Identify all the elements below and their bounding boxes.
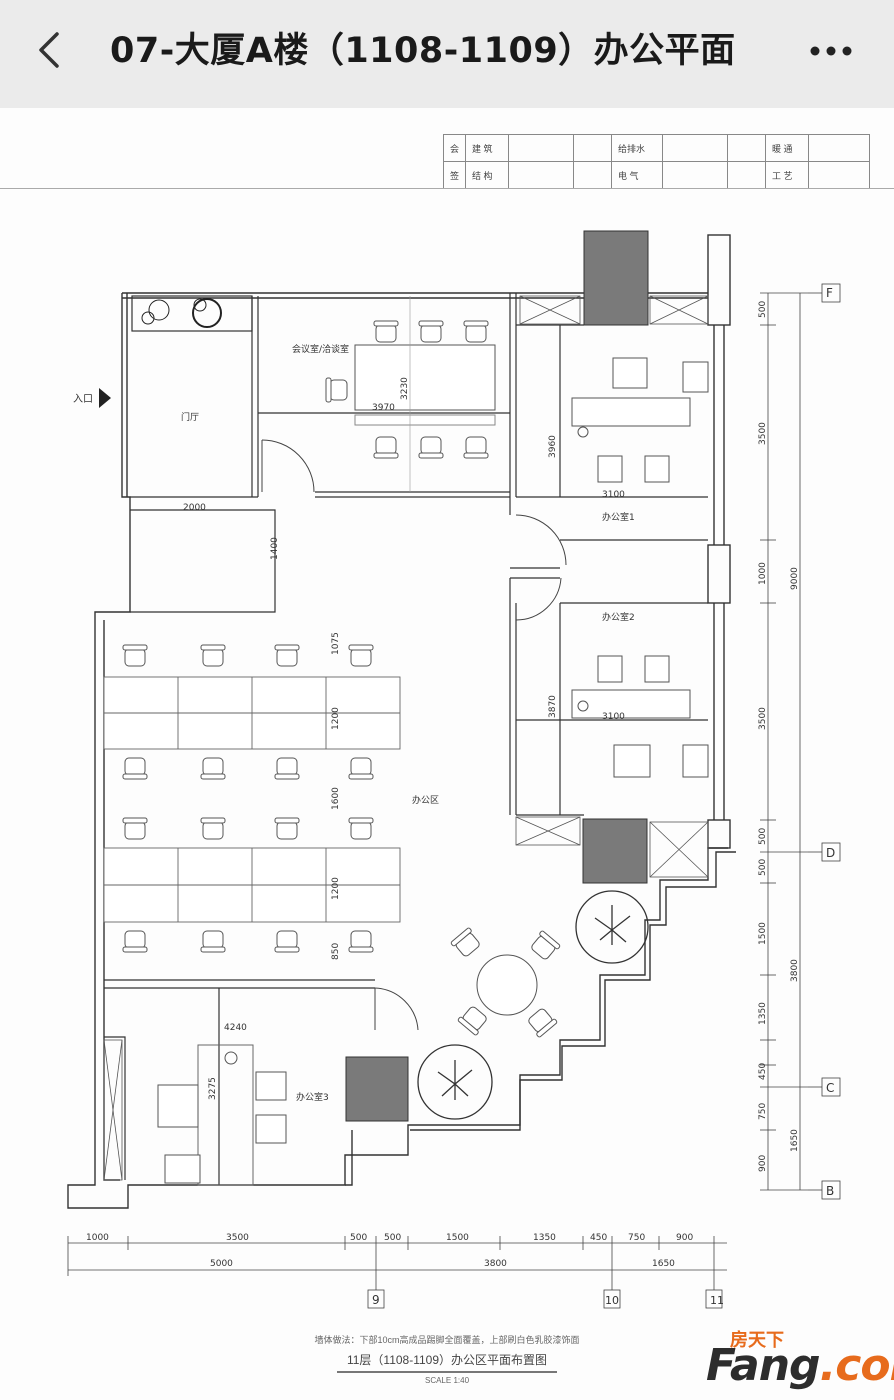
signoff-cell xyxy=(808,134,871,162)
dim-bottom: 500 xyxy=(384,1233,401,1243)
dim-open-2: 1200 xyxy=(331,707,341,730)
drawing-title: 11层（1108-1109）办公区平面布置图 xyxy=(337,1351,557,1373)
dim-right: 1350 xyxy=(758,1002,768,1025)
dim-open-1: 1075 xyxy=(331,632,341,655)
axis-label: 11 xyxy=(710,1294,724,1307)
floor-plan-drawing: 入口 门厅 会议室/洽谈室 办公室1 办公室2 办公室3 办公区 2000 14… xyxy=(67,230,841,1309)
axis-label: 10 xyxy=(605,1294,619,1307)
signoff-cell: 签 xyxy=(442,161,467,189)
dim-office3-width: 4240 xyxy=(224,1023,247,1033)
more-dots-icon xyxy=(810,46,852,56)
dim-right: 1000 xyxy=(758,562,768,585)
dim-right-total: 3800 xyxy=(790,959,800,982)
room-label-meeting: 会议室/洽谈室 xyxy=(292,343,349,355)
dim-bottom: 1500 xyxy=(446,1233,469,1243)
dim-bottom-total: 1650 xyxy=(652,1259,675,1269)
dim-bottom: 450 xyxy=(590,1233,607,1243)
dim-right: 1500 xyxy=(758,922,768,945)
dim-right: 500 xyxy=(758,859,768,876)
floor-plan-image[interactable]: 会 建 筑 给排水 暖 通 签 结 构 电 气 工 艺 xyxy=(0,108,894,1400)
dim-bottom: 750 xyxy=(628,1233,645,1243)
room-label-open-office: 办公区 xyxy=(412,794,439,806)
drawing-scale: SCALE 1:40 xyxy=(424,1376,470,1385)
signoff-cell: 建 筑 xyxy=(465,134,510,162)
watermark-en: Fang.com xyxy=(706,1340,894,1391)
axis-label: 9 xyxy=(372,1293,380,1307)
drawing-notes: 墙体做法：下部10cm高成品踢脚全面覆盖，上部刷白色乳胶漆饰面 xyxy=(314,1335,580,1345)
more-button[interactable] xyxy=(800,26,862,76)
axis-label: D xyxy=(826,846,835,860)
dim-right-total: 1650 xyxy=(790,1129,800,1152)
dim-bottom: 3500 xyxy=(226,1233,249,1243)
room-label-office3: 办公室3 xyxy=(296,1091,329,1103)
axis-label: B xyxy=(826,1184,834,1198)
room-label-office1: 办公室1 xyxy=(602,511,635,523)
entrance-label: 入口 xyxy=(73,394,93,405)
dim-bottom: 500 xyxy=(350,1233,367,1243)
dim-open-3: 1600 xyxy=(331,787,341,810)
dim-office2-width: 3100 xyxy=(602,712,625,722)
dim-right: 3500 xyxy=(758,422,768,445)
dim-right: 500 xyxy=(758,301,768,318)
dim-right: 900 xyxy=(758,1155,768,1172)
dim-office1-width: 3100 xyxy=(602,490,625,500)
dim-office3-height: 3275 xyxy=(208,1077,218,1100)
dim-lobby-depth: 1400 xyxy=(270,537,280,560)
room-label-office2: 办公室2 xyxy=(602,611,635,623)
dim-right: 450 xyxy=(758,1063,768,1080)
sheet-divider xyxy=(0,188,894,189)
signoff-cell: 工 艺 xyxy=(765,161,810,189)
watermark-cn: 房天下 xyxy=(730,1330,784,1351)
dim-office2-height: 3870 xyxy=(548,695,558,718)
dim-bottom: 1350 xyxy=(533,1233,556,1243)
dim-office1-height: 3960 xyxy=(548,435,558,458)
dim-open-4: 1200 xyxy=(331,877,341,900)
dim-right-total: 9000 xyxy=(790,567,800,590)
dim-right: 500 xyxy=(758,828,768,845)
dim-bottom: 1000 xyxy=(86,1233,109,1243)
dim-bottom-total: 3800 xyxy=(484,1259,507,1269)
dim-bottom: 900 xyxy=(676,1233,693,1243)
axis-label: F xyxy=(826,286,833,300)
page-title: 07-大厦A楼（1108-1109）办公平面 xyxy=(110,31,736,71)
dim-open-5: 850 xyxy=(331,943,341,960)
watermark-domain: .com xyxy=(819,1340,894,1391)
top-navigation-bar: 07-大厦A楼（1108-1109）办公平面 xyxy=(0,0,894,109)
fang-watermark-logo: 房天下 Fang.com xyxy=(706,1326,894,1396)
back-button[interactable] xyxy=(22,22,78,78)
dim-meeting-width: 3970 xyxy=(372,403,395,413)
chevron-left-icon xyxy=(39,32,59,68)
dim-right: 3500 xyxy=(758,707,768,730)
dim-bottom-total: 5000 xyxy=(210,1259,233,1269)
dim-lobby-width: 2000 xyxy=(183,503,206,513)
dim-meeting-height: 3230 xyxy=(400,377,410,400)
signoff-cell: 结 构 xyxy=(465,161,510,189)
axis-label: C xyxy=(826,1081,834,1095)
room-label-lobby: 门厅 xyxy=(181,411,199,423)
watermark-en-text: Fang xyxy=(706,1340,821,1391)
dim-right: 750 xyxy=(758,1103,768,1120)
